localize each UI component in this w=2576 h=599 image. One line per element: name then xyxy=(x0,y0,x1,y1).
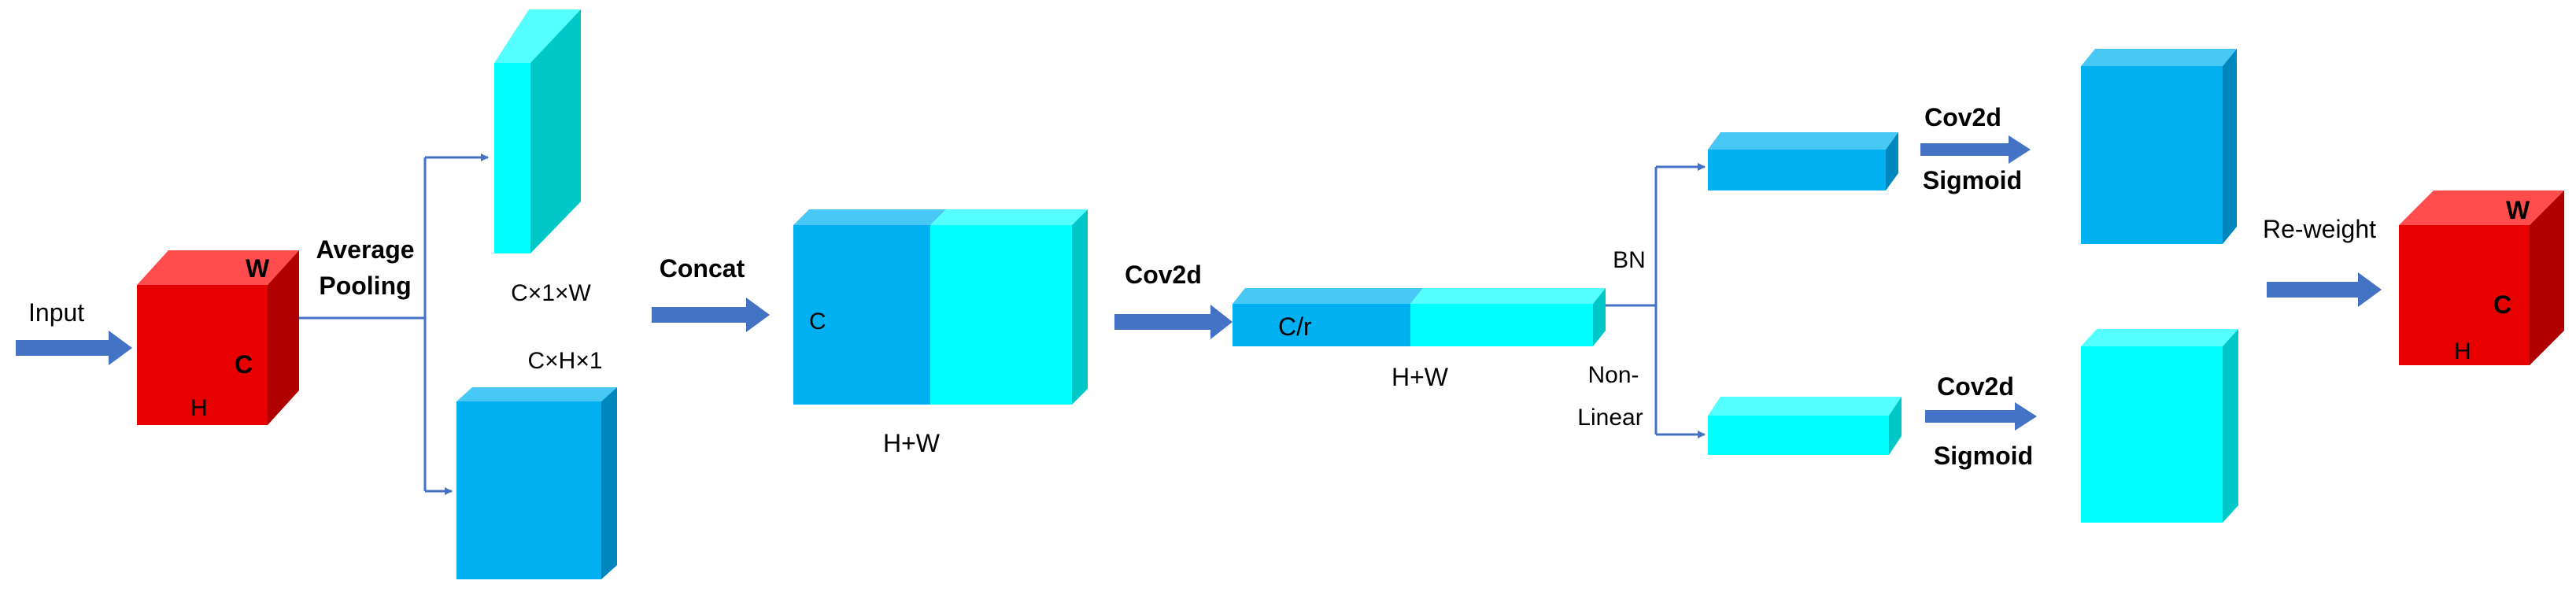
pooled-h-tensor xyxy=(456,387,617,579)
attention-w-map xyxy=(2081,329,2238,523)
reduced-c-label: C/r xyxy=(1278,312,1312,341)
output-h-label: H xyxy=(2454,338,2471,364)
bn-label: BN xyxy=(1613,247,1646,273)
non-label: Non- xyxy=(1587,362,1639,388)
cov2d-mid-arrow xyxy=(1114,305,1233,339)
input-h-label: H xyxy=(190,395,208,421)
linear-label: Linear xyxy=(1577,405,1643,431)
output-w-label: W xyxy=(2506,196,2530,224)
cov2d-mid-label: Cov2d xyxy=(1125,261,1202,289)
pool-top-shape-label: C×1×W xyxy=(511,280,591,306)
sigmoid-top-label: Sigmoid xyxy=(1923,166,2022,194)
branch-h-bar xyxy=(1708,132,1898,190)
reweight-label: Re-weight xyxy=(2263,215,2376,243)
input-w-label: W xyxy=(246,254,270,283)
input-arrow xyxy=(16,331,132,365)
concat-arrow xyxy=(652,298,770,332)
input-tensor-cube xyxy=(137,250,299,425)
branch-w-bar xyxy=(1708,397,1902,455)
output-tensor-cube xyxy=(2399,190,2564,365)
pooling-label: Pooling xyxy=(319,272,411,300)
input-c-label: C xyxy=(235,350,253,379)
branch-connector xyxy=(1593,163,1706,438)
pooling-connector xyxy=(298,153,489,495)
cov2d-bottom-label: Cov2d xyxy=(1937,372,2014,401)
reduced-hw-label: H+W xyxy=(1391,363,1449,391)
pooled-w-tensor xyxy=(494,9,581,253)
reweight-arrow xyxy=(2267,272,2382,307)
output-c-label: C xyxy=(2493,290,2511,319)
cov2d-bottom-arrow xyxy=(1925,402,2037,431)
pool-bottom-shape-label: C×H×1 xyxy=(527,348,602,374)
concat-label: Concat xyxy=(660,254,745,283)
concat-hw-label: H+W xyxy=(883,429,941,457)
average-label: Average xyxy=(316,235,414,264)
reduced-tensor xyxy=(1233,288,1606,346)
concat-c-label: C xyxy=(809,309,826,335)
concat-tensor xyxy=(793,209,1088,405)
cov2d-top-arrow xyxy=(1920,135,2031,164)
attention-h-map xyxy=(2081,49,2237,244)
cov2d-top-label: Cov2d xyxy=(1924,103,2001,131)
sigmoid-bottom-label: Sigmoid xyxy=(1934,442,2033,470)
input-label: Input xyxy=(28,298,84,327)
